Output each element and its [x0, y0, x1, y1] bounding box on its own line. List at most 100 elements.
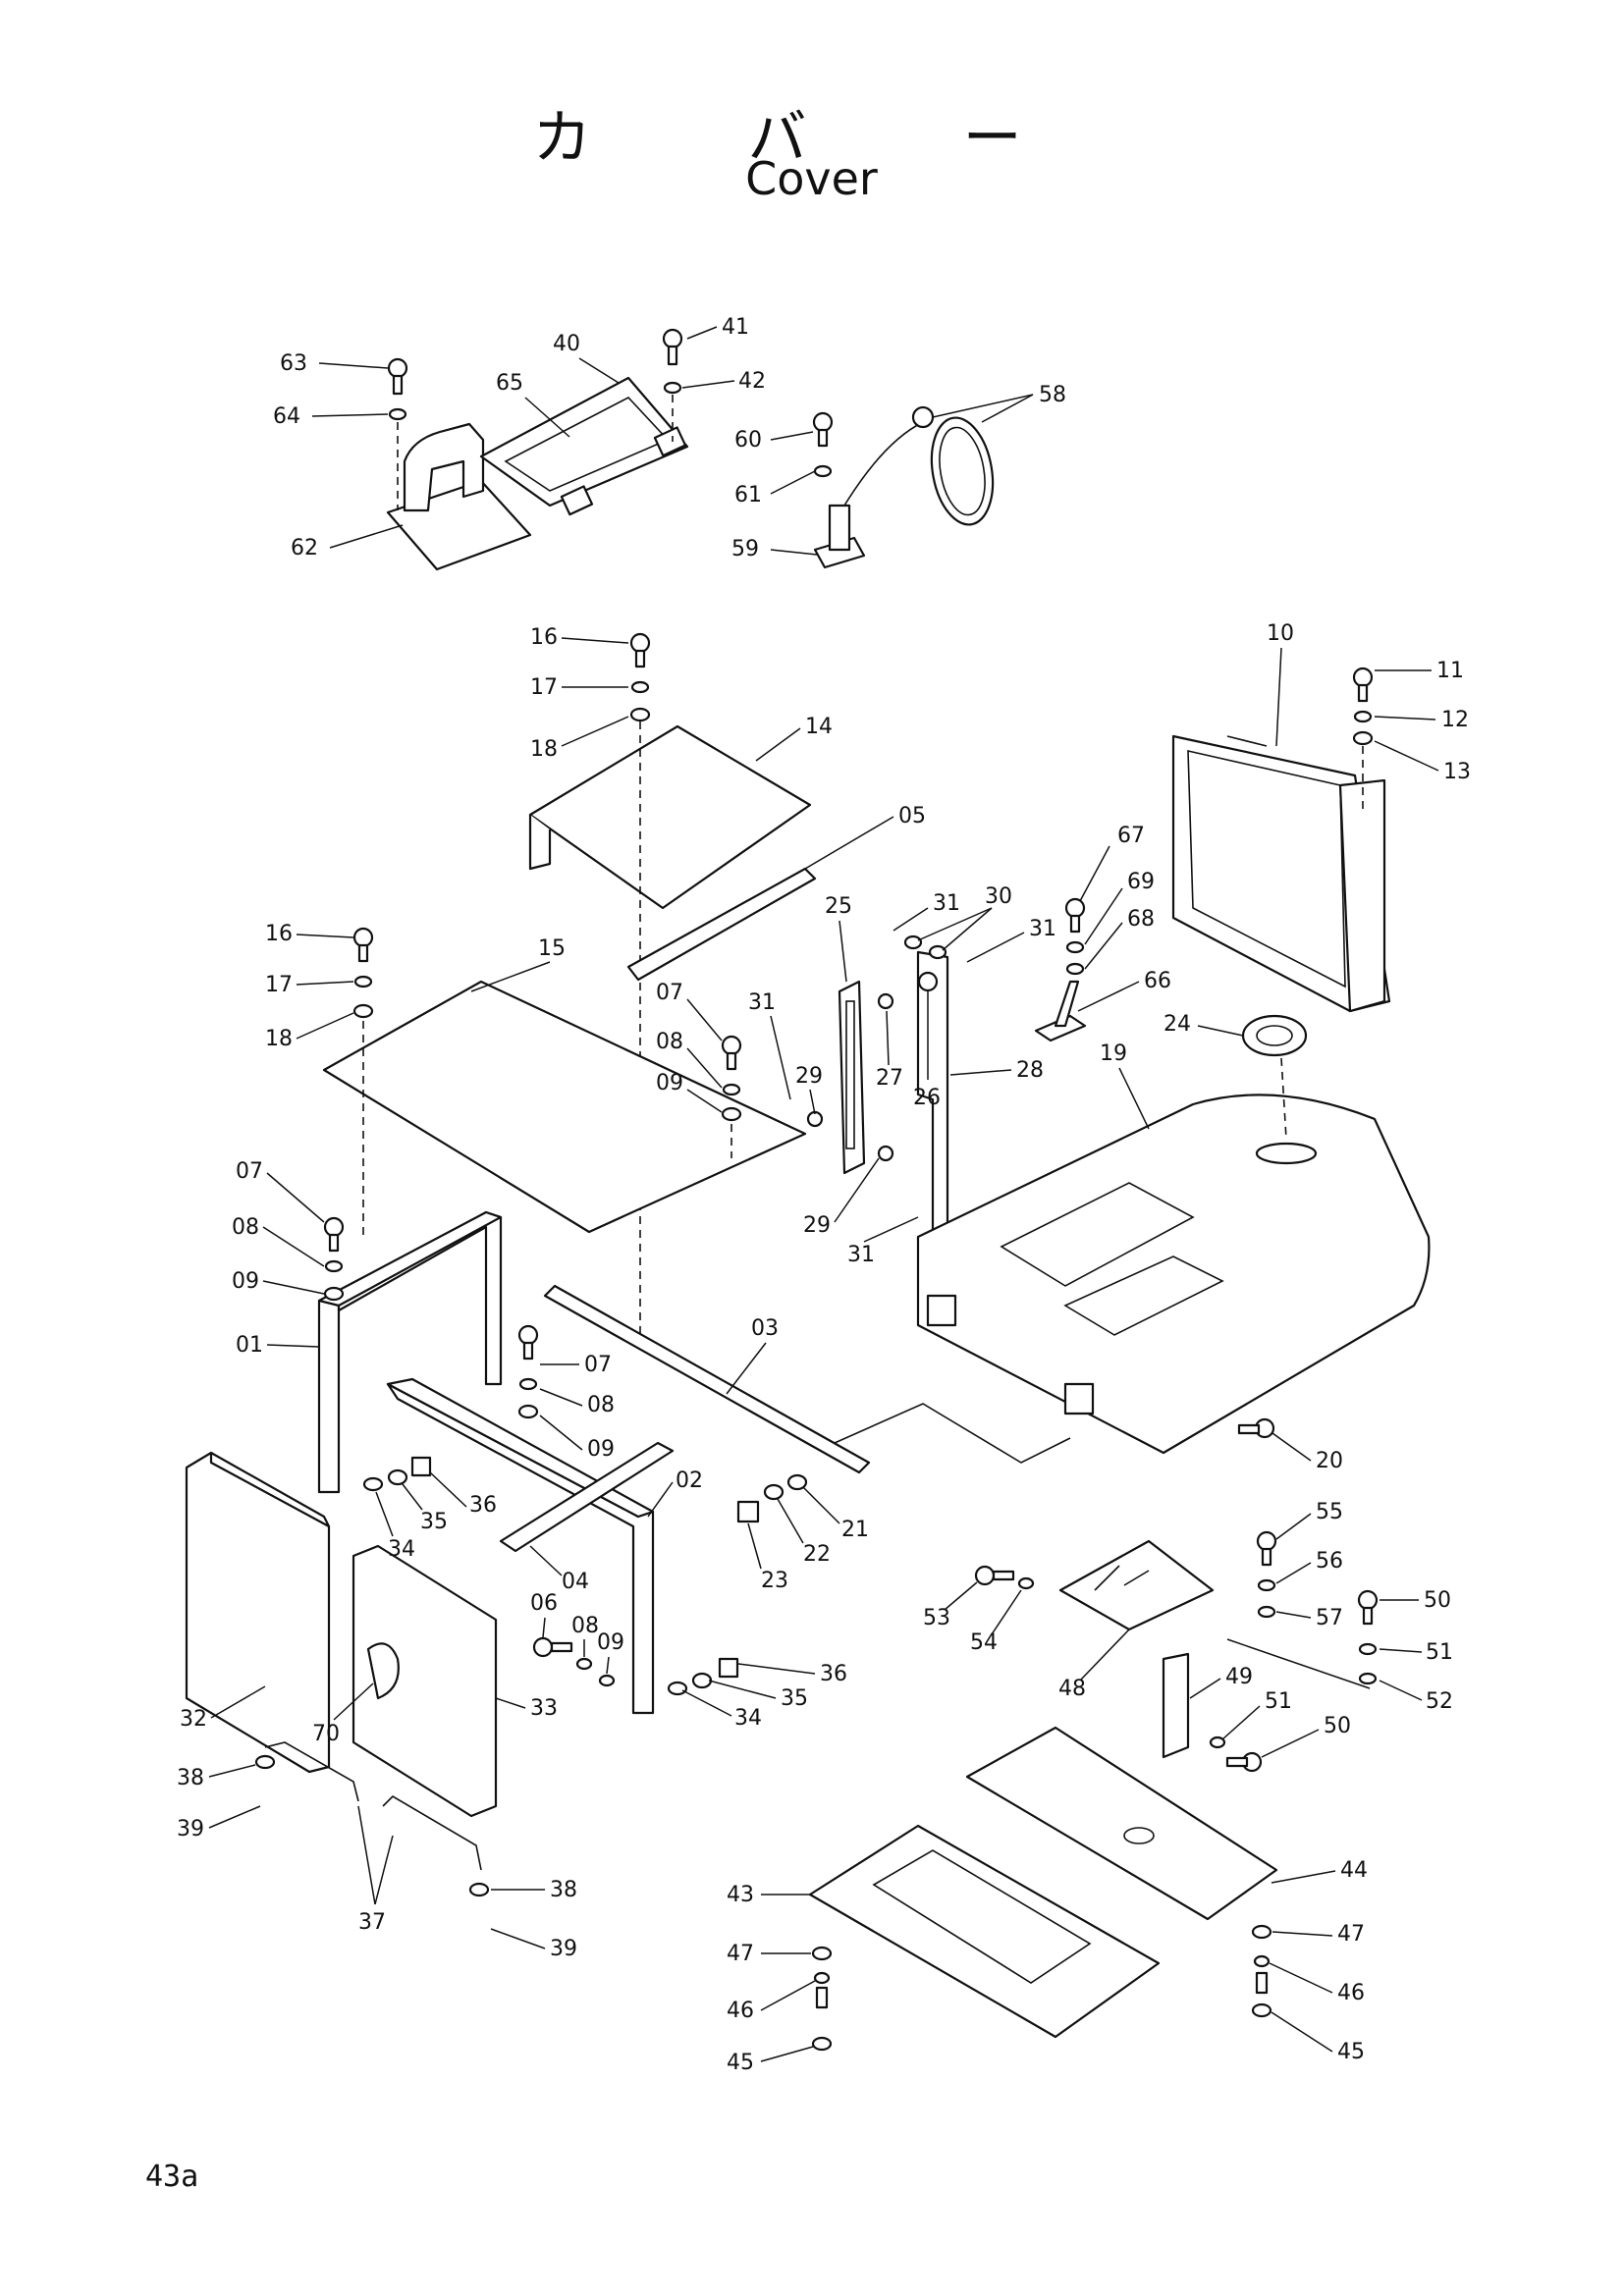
callout-12: 12: [1441, 708, 1469, 732]
callout-08-b: 08: [232, 1215, 259, 1240]
callout-18-a: 18: [530, 737, 558, 762]
callout-29-a: 29: [795, 1064, 823, 1089]
callout-51-a: 51: [1426, 1640, 1453, 1665]
callout-57: 57: [1316, 1606, 1343, 1630]
callout-45-b: 45: [1337, 2040, 1365, 2064]
callout-64: 64: [273, 404, 300, 429]
part-10-frame: [1171, 734, 1391, 1013]
callout-33: 33: [530, 1696, 558, 1721]
connector-line-2: [1226, 1638, 1371, 1689]
callout-34-b: 34: [734, 1706, 762, 1731]
part-63-bolt: [387, 357, 408, 510]
callout-34-a: 34: [388, 1537, 415, 1562]
part-32-door: [185, 1451, 331, 1774]
part-11-bolt: [1352, 667, 1374, 810]
part-43-undercover: [808, 1824, 1161, 2039]
part-19-engine-hood: [916, 1094, 1431, 1455]
callout-16-a: 16: [530, 625, 558, 650]
part-37-rods: [254, 1741, 490, 1897]
part-44-undercover: [965, 1726, 1278, 1921]
part-01-frame: [317, 1210, 503, 1494]
callout-07-c: 07: [584, 1353, 612, 1377]
page-number: 43a: [145, 2160, 199, 2194]
part-20-bolt: [1237, 1417, 1275, 1439]
callout-43: 43: [727, 1883, 754, 1907]
callout-08-c: 08: [587, 1393, 615, 1417]
part-30-washers: [903, 934, 947, 960]
callout-39-a: 39: [177, 1817, 204, 1842]
callout-11: 11: [1436, 659, 1464, 683]
callout-50-b: 50: [1324, 1714, 1351, 1738]
part-50-bolt-a: [1357, 1589, 1379, 1685]
callout-52: 52: [1426, 1689, 1453, 1714]
callout-13: 13: [1443, 760, 1471, 784]
callout-66: 66: [1144, 969, 1171, 993]
callout-38-b: 38: [550, 1878, 577, 1902]
callout-46-b: 46: [1337, 1981, 1365, 2005]
part-34-36-fasteners: [362, 1456, 739, 1696]
part-40-tray: [479, 376, 689, 516]
part-04-bar: [499, 1441, 675, 1553]
callout-58: 58: [1039, 383, 1066, 407]
part-bolt-07-left: [323, 1216, 345, 1302]
part-28-handle-bracket: [806, 950, 949, 1249]
callout-01: 01: [236, 1333, 263, 1358]
callout-08-a: 08: [656, 1030, 683, 1054]
connector-line: [834, 1403, 1071, 1464]
callout-50-a: 50: [1424, 1588, 1451, 1613]
callout-28: 28: [1016, 1058, 1044, 1083]
callout-47-b: 47: [1337, 1922, 1365, 1947]
callout-55: 55: [1316, 1500, 1343, 1524]
callout-22: 22: [803, 1542, 831, 1567]
callout-23: 23: [761, 1569, 788, 1593]
callout-63: 63: [280, 351, 307, 376]
callout-32: 32: [180, 1707, 207, 1732]
callout-03: 03: [751, 1316, 779, 1341]
callout-47-a: 47: [727, 1942, 754, 1966]
part-21-23-fasteners: [736, 1473, 808, 1523]
part-45-47-bolt-a: [811, 1946, 833, 2052]
callout-21: 21: [841, 1518, 869, 1542]
callout-54: 54: [970, 1630, 998, 1655]
part-14-cover-plate: [528, 632, 812, 1335]
callout-36-b: 36: [820, 1662, 847, 1686]
callout-53: 53: [923, 1606, 950, 1630]
part-60-bolt: [812, 411, 834, 478]
callout-40: 40: [553, 332, 580, 356]
callout-41: 41: [722, 315, 749, 340]
callout-31-c: 31: [748, 990, 776, 1015]
callout-18-b: 18: [265, 1027, 293, 1051]
callout-02: 02: [676, 1468, 703, 1493]
part-bolt-07-center: [517, 1324, 539, 1419]
callout-42: 42: [738, 369, 766, 394]
callout-45-a: 45: [727, 2051, 754, 2075]
callout-08-d: 08: [571, 1614, 599, 1638]
callout-36-a: 36: [469, 1493, 497, 1518]
callout-09-c: 09: [587, 1437, 615, 1462]
callout-70: 70: [312, 1722, 340, 1746]
callout-46-a: 46: [727, 1999, 754, 2023]
part-50-bolt-b: [1209, 1735, 1263, 1773]
callout-49: 49: [1225, 1665, 1253, 1689]
callout-44: 44: [1340, 1858, 1368, 1883]
callout-60: 60: [734, 428, 762, 453]
part-25-rail: [838, 980, 866, 1175]
callout-31-a: 31: [933, 891, 960, 916]
callout-35-a: 35: [420, 1510, 448, 1534]
callout-09-a: 09: [656, 1071, 683, 1095]
callout-17-b: 17: [265, 973, 293, 997]
part-62-bracket: [386, 422, 532, 571]
callout-62: 62: [291, 536, 318, 561]
callout-07-a: 07: [656, 981, 683, 1005]
callout-65: 65: [496, 371, 523, 396]
callout-06: 06: [530, 1591, 558, 1616]
part-15-floor-plate: [322, 927, 807, 1237]
part-02-frame: [386, 1377, 655, 1715]
callout-14: 14: [805, 715, 833, 739]
title-english: Cover: [745, 152, 878, 205]
callout-04: 04: [562, 1570, 589, 1594]
callout-09-b: 09: [232, 1269, 259, 1294]
callout-39-b: 39: [550, 1937, 577, 1961]
part-41-bolt: [662, 328, 683, 442]
